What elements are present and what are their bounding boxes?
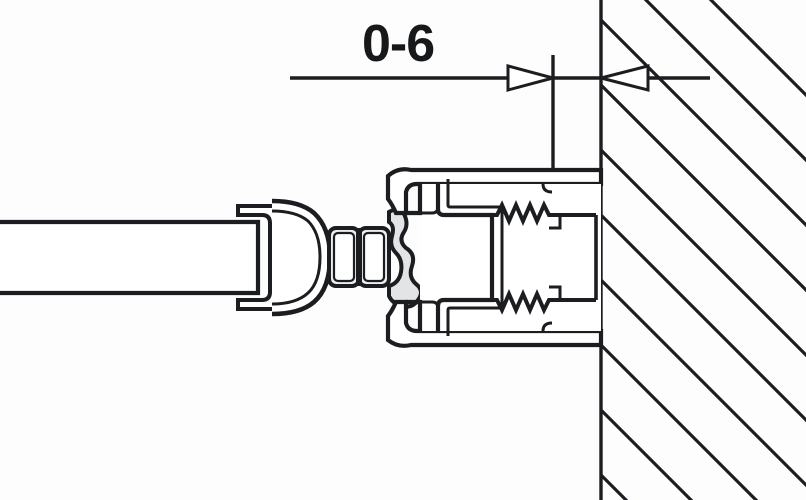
profile-hook-top <box>541 183 553 194</box>
magnet-left-core <box>332 231 356 283</box>
profile-inner-wall-left-offset <box>446 179 504 336</box>
wall-profile <box>385 167 604 348</box>
profile-inner-wall-left <box>435 183 495 332</box>
clamp-inner-shell <box>271 209 322 306</box>
profile-hook-bottom <box>541 321 553 332</box>
magnet-strip-right <box>357 226 391 288</box>
dimension-arrow-right-icon <box>600 64 650 92</box>
glass-panel <box>0 219 261 296</box>
magnet-right-core <box>362 231 386 283</box>
dimension-label: 0-6 <box>362 15 434 73</box>
magnet-strip-left <box>327 226 361 288</box>
dimension-annotation: 0-6 <box>290 15 710 172</box>
profile-top-lip <box>385 167 604 216</box>
glass-clamp-profile <box>236 198 333 317</box>
profile-bottom-lip <box>385 299 604 348</box>
glass-panel-body <box>0 219 261 296</box>
serration-bottom <box>492 289 596 315</box>
profile-body-fill <box>420 184 601 331</box>
profile-tab-bottom <box>549 285 562 300</box>
serration-top <box>492 200 596 226</box>
profile-groove-bottom <box>420 300 440 332</box>
profile-groove-top <box>420 183 440 215</box>
dimension-arrow-left-icon <box>506 64 559 92</box>
profile-tab-top <box>549 215 562 230</box>
